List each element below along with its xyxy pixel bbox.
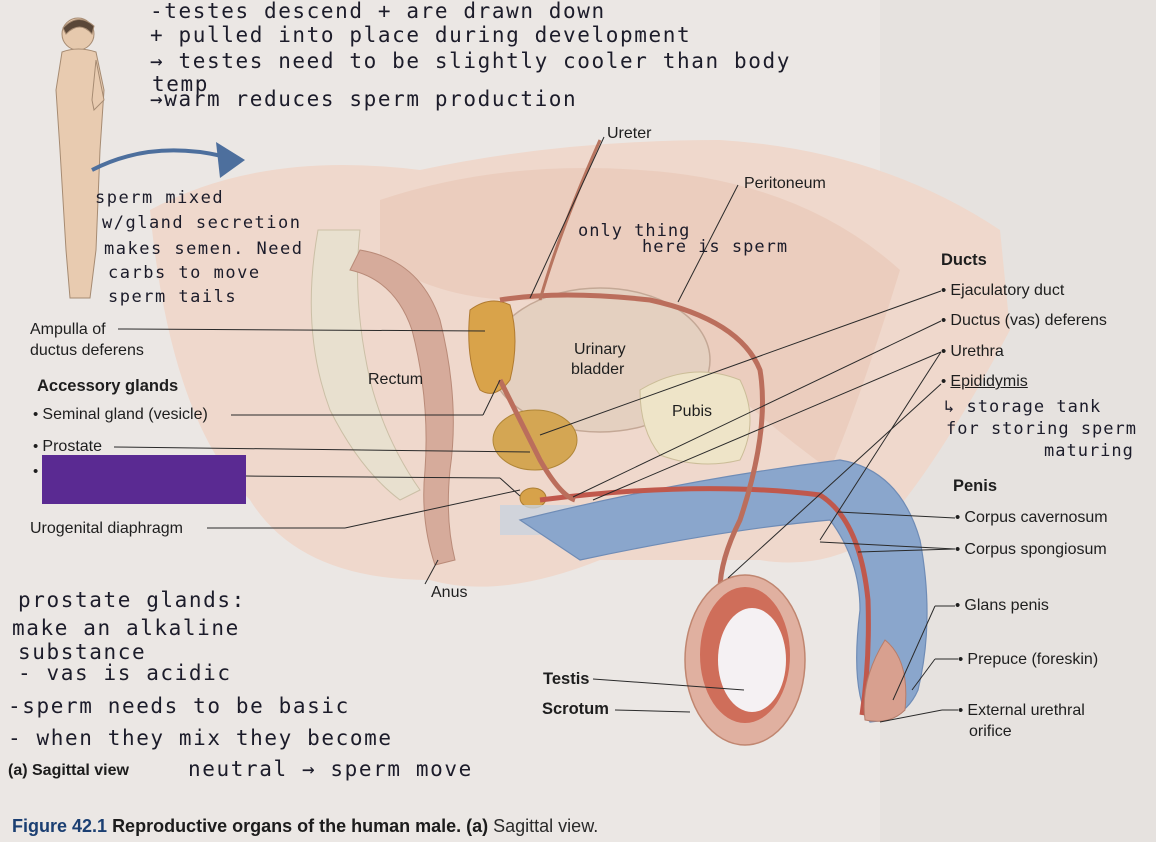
handwriting-note-bottom-3: substance	[18, 640, 147, 664]
handwriting-note-top-3: → testes need to be slightly cooler than…	[150, 49, 791, 73]
handwriting-note-bottom-2: make an alkaline	[12, 616, 240, 640]
handwriting-note-left-4: carbs to move	[108, 263, 261, 283]
label-seminal-gland: • Seminal gland (vesicle)	[33, 406, 208, 423]
figure-subtitle: Sagittal view.	[493, 816, 599, 836]
handwriting-note-top-4: temp	[152, 72, 209, 96]
label-ductus-deferens-text: Ductus (vas) deferens	[950, 312, 1107, 329]
handwriting-note-left-3: makes semen. Need	[104, 239, 304, 259]
handwriting-note-right-1: ↳ storage tank	[944, 397, 1102, 417]
redaction-box	[42, 455, 246, 504]
label-ejaculatory-duct: • Ejaculatory duct	[941, 282, 1065, 299]
handwriting-note-bottom-7: neutral → sperm move	[188, 757, 473, 781]
accessory-glands-header: Accessory glands	[37, 377, 179, 395]
label-pubis: Pubis	[672, 403, 713, 420]
handwriting-note-top-2: + pulled into place during development	[150, 23, 692, 47]
label-scrotum: Scrotum	[542, 700, 609, 718]
label-corpus-cavernosum-text: Corpus cavernosum	[964, 509, 1108, 526]
handwriting-note-bottom-1: prostate glands:	[18, 588, 246, 612]
label-ejaculatory-duct-text: Ejaculatory duct	[950, 282, 1065, 299]
handwriting-note-right-2: for storing sperm	[946, 419, 1137, 439]
label-ureter: Ureter	[607, 125, 652, 142]
label-prepuce: • Prepuce (foreskin)	[958, 651, 1099, 668]
figure-title: Reproductive organs of the human male. (…	[112, 816, 489, 836]
label-testis: Testis	[543, 670, 590, 688]
figure-number: Figure 42.1	[12, 816, 108, 836]
human-figure-icon	[55, 17, 105, 299]
label-urethra-text: Urethra	[950, 343, 1004, 360]
label-glans-penis-text: Glans penis	[964, 597, 1049, 614]
label-ductus-deferens: • Ductus (vas) deferens	[941, 312, 1107, 329]
label-epididymis-text: Epididymis	[950, 373, 1028, 390]
label-corpus-spongiosum-text: Corpus spongiosum	[964, 541, 1107, 558]
label-prostate: • Prostate	[33, 438, 103, 455]
label-ampulla-line2: ductus deferens	[30, 342, 144, 359]
label-redacted-bullet: •	[33, 463, 39, 480]
label-glans-penis: • Glans penis	[955, 597, 1049, 614]
label-ampulla-line1: Ampulla of	[30, 321, 106, 338]
handwriting-note-bottom-6: - when they mix they become	[8, 726, 393, 750]
handwriting-note-left-5: sperm tails	[108, 287, 238, 307]
label-anus: Anus	[431, 584, 468, 601]
label-urinary-bladder-line1: Urinary	[574, 341, 626, 358]
label-external-urethral-orifice-text: External urethral	[967, 702, 1085, 719]
ducts-header: Ducts	[941, 251, 987, 269]
label-rectum: Rectum	[368, 371, 424, 388]
handwriting-note-left-2: w/gland secretion	[102, 213, 302, 233]
label-urogenital-diaphragm: Urogenital diaphragm	[30, 520, 183, 537]
handwriting-note-bottom-4: - vas is acidic	[18, 661, 232, 685]
label-epididymis: • Epididymis	[941, 373, 1028, 390]
label-corpus-spongiosum: • Corpus spongiosum	[955, 541, 1107, 558]
handwriting-note-bottom-5: -sperm needs to be basic	[8, 694, 350, 718]
label-urinary-bladder-line2: bladder	[571, 361, 625, 378]
handwriting-note-center-1: only thing	[578, 221, 691, 241]
figure-caption: Figure 42.1 Reproductive organs of the h…	[12, 816, 598, 837]
label-seminal-gland-text: Seminal gland (vesicle)	[42, 406, 208, 423]
handwriting-note-top-5: →warm reduces sperm production	[150, 87, 578, 111]
pointer-arrow-icon	[91, 142, 245, 178]
handwriting-note-center-2: here is sperm	[642, 237, 789, 257]
penis-header: Penis	[953, 477, 998, 495]
view-label: (a) Sagittal view	[8, 762, 129, 779]
label-urethra: • Urethra	[941, 343, 1004, 360]
label-external-urethral-orifice-line1: • External urethral	[958, 702, 1085, 719]
handwriting-note-top-1: -testes descend + are drawn down	[150, 0, 606, 23]
handwriting-note-left-1: sperm mixed	[95, 188, 225, 208]
label-prostate-text: Prostate	[42, 438, 103, 455]
label-external-urethral-orifice-line2: orifice	[969, 723, 1012, 740]
handwriting-note-right-3: maturing	[1044, 441, 1134, 461]
label-corpus-cavernosum: • Corpus cavernosum	[955, 509, 1108, 526]
label-prepuce-text: Prepuce (foreskin)	[967, 651, 1099, 668]
label-peritoneum: Peritoneum	[744, 175, 826, 192]
